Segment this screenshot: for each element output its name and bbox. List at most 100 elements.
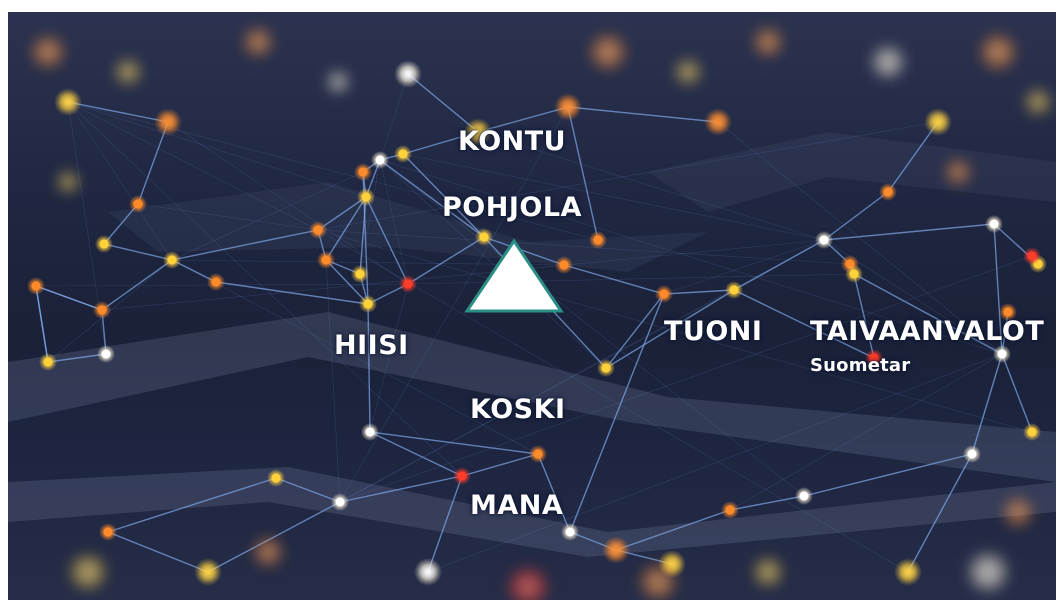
network-link — [823, 191, 889, 241]
network-link — [215, 281, 369, 305]
bokeh-light — [870, 44, 906, 80]
network-link-faint — [407, 273, 855, 285]
network-link-faint — [167, 121, 409, 285]
network-link — [369, 431, 539, 455]
network-node — [1027, 251, 1037, 261]
network-link — [729, 495, 805, 511]
network-node — [43, 357, 53, 367]
network-link-faint — [67, 101, 319, 231]
network-node — [321, 255, 331, 265]
network-link — [569, 293, 665, 533]
network-link-faint — [717, 121, 1003, 355]
triangle-marker-icon — [464, 238, 564, 313]
network-link — [427, 475, 463, 573]
translucent-plane — [8, 467, 1056, 557]
network-node — [610, 544, 622, 556]
network-link-faint — [137, 203, 319, 231]
network-node — [729, 285, 739, 295]
network-link — [67, 101, 169, 123]
bokeh-light — [30, 34, 66, 70]
network-link — [107, 531, 209, 573]
network-link — [101, 259, 173, 311]
network-link — [853, 273, 1003, 355]
network-node — [335, 497, 345, 507]
translucent-plane — [648, 132, 1056, 212]
bokeh-light — [68, 552, 108, 592]
label-mana: MANA — [470, 490, 564, 521]
network-link — [733, 289, 875, 359]
network-node — [361, 192, 371, 202]
network-link-faint — [379, 159, 607, 369]
network-node — [967, 449, 977, 459]
network-link-faint — [275, 477, 341, 503]
network-link — [107, 477, 277, 533]
network-node — [313, 225, 323, 235]
network-link-faint — [67, 101, 173, 261]
label-koski: KOSKI — [470, 394, 566, 425]
bokeh-light — [978, 32, 1018, 72]
network-link-faint — [339, 106, 569, 503]
bokeh-light — [1024, 88, 1052, 116]
network-link — [477, 106, 569, 133]
translucent-plane — [8, 312, 1056, 482]
bokeh-light — [752, 26, 784, 58]
bokeh-light — [638, 562, 678, 600]
network-link-faint — [171, 259, 539, 455]
network-link-faint — [402, 153, 825, 241]
network-link — [461, 453, 539, 477]
network-node — [402, 68, 414, 80]
network-node — [932, 116, 944, 128]
network-node — [167, 255, 177, 265]
bokeh-light — [56, 170, 80, 194]
network-node — [271, 473, 281, 483]
network-node — [99, 239, 109, 249]
network-link — [567, 106, 599, 241]
network-node — [31, 281, 41, 291]
network-node — [883, 187, 893, 197]
network-node — [601, 363, 611, 373]
bokeh-light — [506, 565, 550, 600]
bokeh-light — [326, 70, 350, 94]
network-link-faint — [317, 229, 851, 265]
network-node — [103, 527, 113, 537]
network-graph — [8, 26, 1056, 600]
bokeh-light — [588, 32, 628, 72]
network-link — [275, 477, 341, 503]
label-suometar: Suometar — [810, 355, 911, 376]
network-node — [472, 126, 484, 138]
network-link — [369, 431, 463, 477]
network-node — [363, 299, 373, 309]
network-link-faint — [171, 171, 364, 261]
network-node — [162, 116, 174, 128]
network-link-faint — [379, 159, 1003, 355]
network-link — [993, 223, 1003, 355]
network-node — [559, 260, 569, 270]
network-link-faint — [317, 229, 1033, 433]
network-link — [171, 229, 319, 261]
network-node — [365, 427, 375, 437]
network-link — [207, 501, 341, 573]
network-node — [659, 289, 669, 299]
network-link — [325, 259, 369, 305]
network-node — [562, 101, 574, 113]
network-link — [733, 239, 825, 291]
network-node — [375, 155, 385, 165]
network-background: KONTU POHJOLA HIISI TUONI TAIVAANVALOT S… — [8, 12, 1056, 600]
network-link — [317, 196, 367, 231]
bokeh-light — [674, 58, 702, 86]
network-link-faint — [663, 239, 825, 295]
network-link-faint — [359, 159, 381, 275]
network-node — [479, 232, 489, 242]
network-link — [365, 196, 409, 285]
bokeh-light — [966, 550, 1010, 594]
network-link-faint — [67, 101, 367, 198]
network-node — [403, 279, 413, 289]
network-link-faint — [325, 259, 341, 503]
network-node — [101, 349, 111, 359]
network-link — [407, 236, 485, 285]
network-node — [997, 349, 1007, 359]
network-node — [725, 505, 735, 515]
network-link — [483, 236, 565, 266]
bokeh-light — [242, 26, 274, 58]
triangle-shape — [464, 238, 564, 313]
